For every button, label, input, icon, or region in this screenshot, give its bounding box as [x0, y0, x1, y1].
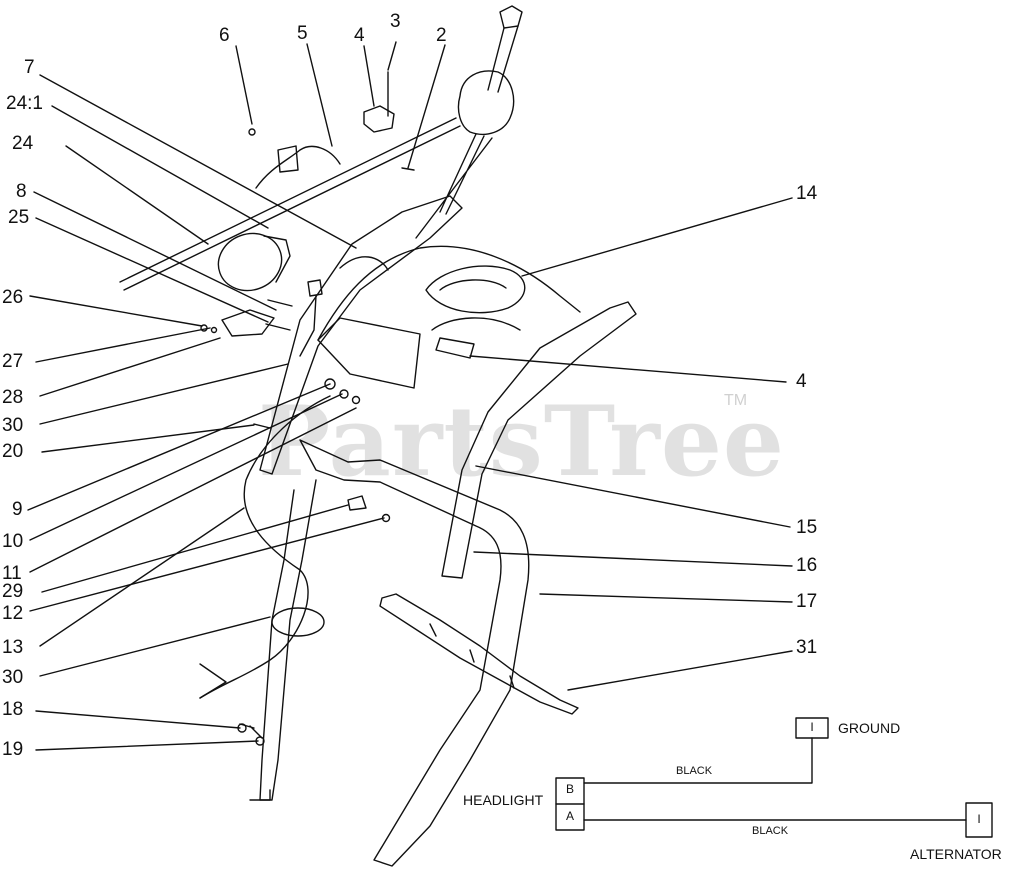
wire-color-bottom: BLACK [752, 825, 789, 837]
callout-5: 5 [297, 23, 308, 44]
wiring-schematic [555, 717, 993, 838]
alternator-label: ALTERNATOR [910, 846, 1002, 862]
callout-30-a: 30 [2, 415, 24, 436]
callout-11: 11 [2, 563, 22, 584]
handle-frame [249, 195, 637, 867]
callout-25: 25 [8, 207, 30, 228]
control-lever [415, 5, 523, 239]
callout-30-b: 30 [2, 667, 24, 688]
connector-pin-a: A [565, 809, 574, 823]
watermark-brand: PartsTree [258, 385, 785, 498]
ground-label: GROUND [838, 720, 901, 736]
callout-18: 18 [2, 699, 24, 720]
chute-handle [379, 593, 579, 715]
callout-31: 31 [796, 637, 818, 658]
callout-9: 9 [12, 499, 23, 520]
callout-24-1: 24:1 [6, 93, 43, 114]
headlight-assembly [200, 232, 323, 357]
callout-10: 10 [2, 531, 24, 552]
callout-28: 28 [2, 387, 24, 408]
bracket-hardware [119, 71, 461, 291]
callout-12: 12 [2, 603, 24, 624]
callout-6: 6 [219, 25, 230, 46]
callout-14: 14 [796, 183, 818, 204]
connector-pin-b: B [565, 782, 574, 796]
wire-color-top: BLACK [676, 765, 713, 777]
mounting-hardware [237, 378, 391, 746]
callout-27: 27 [2, 351, 24, 372]
callout-15: 15 [796, 517, 818, 538]
dash-panel [317, 245, 581, 389]
callout-20: 20 [2, 441, 24, 462]
callout-19: 19 [2, 739, 24, 760]
callout-26: 26 [2, 287, 24, 308]
callout-8: 8 [16, 181, 27, 202]
callout-29: 29 [2, 581, 24, 602]
alternator-pin: I [977, 812, 981, 826]
leader-lines [27, 41, 793, 751]
ground-pin: I [810, 720, 814, 734]
headlight-label: HEADLIGHT [463, 792, 544, 808]
callout-4-top: 4 [354, 25, 365, 46]
callout-13: 13 [2, 637, 24, 658]
callout-2: 2 [436, 25, 447, 46]
callout-24: 24 [12, 133, 34, 154]
callout-3: 3 [390, 11, 401, 32]
callout-16: 16 [796, 555, 818, 576]
callout-4-right: 4 [796, 371, 807, 392]
watermark-trademark: TM [724, 392, 748, 409]
wire-harness [199, 395, 331, 739]
callout-7: 7 [24, 57, 35, 78]
callout-17: 17 [796, 591, 818, 612]
